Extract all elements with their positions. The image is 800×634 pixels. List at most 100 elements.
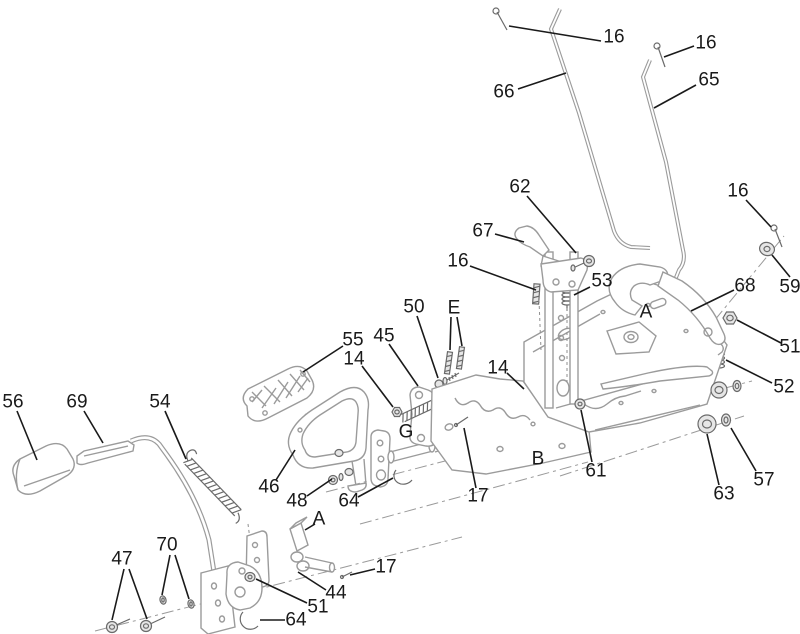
leader-line-23 bbox=[275, 449, 296, 481]
part-label-70-30: 70 bbox=[156, 535, 177, 556]
part-label-47-29: 47 bbox=[111, 549, 132, 570]
handle-46 bbox=[287, 386, 370, 493]
tread-pad-55 bbox=[242, 365, 315, 422]
leader-line-28 bbox=[128, 568, 148, 620]
part-label-17-31: 17 bbox=[375, 557, 396, 578]
leader-line-33 bbox=[580, 409, 593, 463]
leader-line-13 bbox=[456, 316, 463, 347]
part-label-61-33: 61 bbox=[585, 461, 606, 482]
leader-line-7 bbox=[469, 265, 537, 291]
part-label-63-37: 63 bbox=[713, 484, 734, 505]
center-axis-0 bbox=[94, 536, 463, 632]
link-plate-G bbox=[370, 429, 391, 488]
bolt-62 bbox=[570, 254, 596, 272]
leader-line-35 bbox=[255, 578, 308, 604]
cotter-pin-icon bbox=[492, 7, 783, 248]
leader-line-12 bbox=[449, 316, 452, 351]
part-label-55-16: 55 bbox=[342, 330, 363, 351]
leader-line-37 bbox=[706, 433, 720, 486]
center-axis-1 bbox=[325, 380, 753, 493]
nut-14-left bbox=[391, 406, 403, 418]
leader-line-15 bbox=[725, 359, 773, 384]
leader-line-27 bbox=[111, 568, 125, 621]
part-label-64-27: 64 bbox=[338, 491, 360, 512]
leader-line-0 bbox=[508, 25, 602, 42]
part-label-57-38: 57 bbox=[753, 470, 774, 491]
pedal-lever-tube bbox=[129, 435, 236, 634]
leader-line-31 bbox=[349, 568, 376, 576]
leader-line-1 bbox=[663, 45, 695, 58]
part-label-53-8: 53 bbox=[591, 271, 612, 292]
leader-line-24 bbox=[306, 478, 333, 497]
part-label-54-22: 54 bbox=[149, 392, 171, 413]
bracket-68 bbox=[600, 263, 726, 390]
rod-66 bbox=[548, 8, 651, 250]
leader-line-26 bbox=[304, 523, 316, 531]
leader-line-20 bbox=[16, 410, 38, 461]
part-label-17-32: 17 bbox=[467, 486, 488, 507]
leader-line-30 bbox=[174, 554, 190, 600]
part-label-44-34: 44 bbox=[325, 583, 347, 604]
part-label-14-18: 14 bbox=[343, 349, 365, 370]
nut-pair-upper bbox=[710, 379, 742, 399]
bushing-51-bottom bbox=[244, 571, 256, 583]
part-label-16-0: 16 bbox=[603, 27, 624, 48]
nut-63 bbox=[697, 414, 717, 434]
part-label-51-14: 51 bbox=[779, 337, 800, 358]
washer-70-b bbox=[187, 599, 195, 609]
washer-59 bbox=[758, 241, 776, 257]
nut-51-right bbox=[722, 311, 738, 325]
leader-line-21 bbox=[83, 410, 104, 444]
part-label-50-12: 50 bbox=[403, 297, 424, 318]
part-label-16-7: 16 bbox=[447, 251, 468, 272]
leader-line-38 bbox=[730, 427, 757, 472]
part-label-A-11: A bbox=[640, 302, 653, 323]
leader-line-19 bbox=[506, 372, 525, 390]
part-label-51-35: 51 bbox=[307, 597, 328, 618]
part-label-67-5: 67 bbox=[472, 221, 493, 242]
leader-line-18 bbox=[361, 365, 394, 408]
clip-64-bottom bbox=[239, 611, 259, 630]
part-label-64-36: 64 bbox=[285, 610, 307, 631]
pin-17-mid bbox=[453, 416, 469, 428]
leader-line-16 bbox=[302, 345, 344, 373]
spring-54 bbox=[183, 449, 242, 524]
leader-line-17 bbox=[388, 343, 419, 387]
part-label-65-3: 65 bbox=[698, 70, 719, 91]
leader-line-3 bbox=[653, 84, 697, 109]
part-label-14-19: 14 bbox=[487, 358, 509, 379]
arm-69 bbox=[76, 440, 135, 466]
bolt-47-a bbox=[105, 618, 131, 634]
linkage-61 bbox=[574, 390, 642, 410]
bolt-47-b bbox=[139, 616, 166, 633]
part-label-48-26: 48 bbox=[286, 491, 307, 512]
clip-64-mid bbox=[393, 469, 413, 485]
leader-line-5 bbox=[494, 233, 525, 243]
part-label-B-24: B bbox=[532, 449, 545, 470]
part-label-52-15: 52 bbox=[773, 377, 794, 398]
leader-line-10 bbox=[771, 254, 791, 278]
center-axis-2 bbox=[359, 461, 589, 525]
part-label-66-2: 66 bbox=[493, 82, 514, 103]
leader-line-34 bbox=[297, 571, 327, 591]
leader-line-2 bbox=[517, 72, 567, 90]
part-label-56-20: 56 bbox=[2, 392, 23, 413]
leader-line-32 bbox=[463, 427, 477, 489]
pin-17-bottom bbox=[339, 571, 353, 580]
leader-line-29 bbox=[161, 554, 171, 596]
part-label-16-1: 16 bbox=[695, 33, 716, 54]
spring-pin-icon bbox=[443, 283, 541, 375]
hub-block-A bbox=[289, 516, 336, 573]
bolt-48 bbox=[327, 472, 344, 486]
leader-line-11 bbox=[416, 315, 439, 379]
strut-straps bbox=[544, 251, 579, 409]
part-label-59-10: 59 bbox=[779, 277, 800, 298]
part-label-69-21: 69 bbox=[66, 392, 87, 413]
lever-67 bbox=[514, 225, 589, 293]
leader-line-6 bbox=[745, 199, 772, 228]
part-label-45-17: 45 bbox=[373, 326, 394, 347]
washer-70-a bbox=[159, 595, 167, 605]
